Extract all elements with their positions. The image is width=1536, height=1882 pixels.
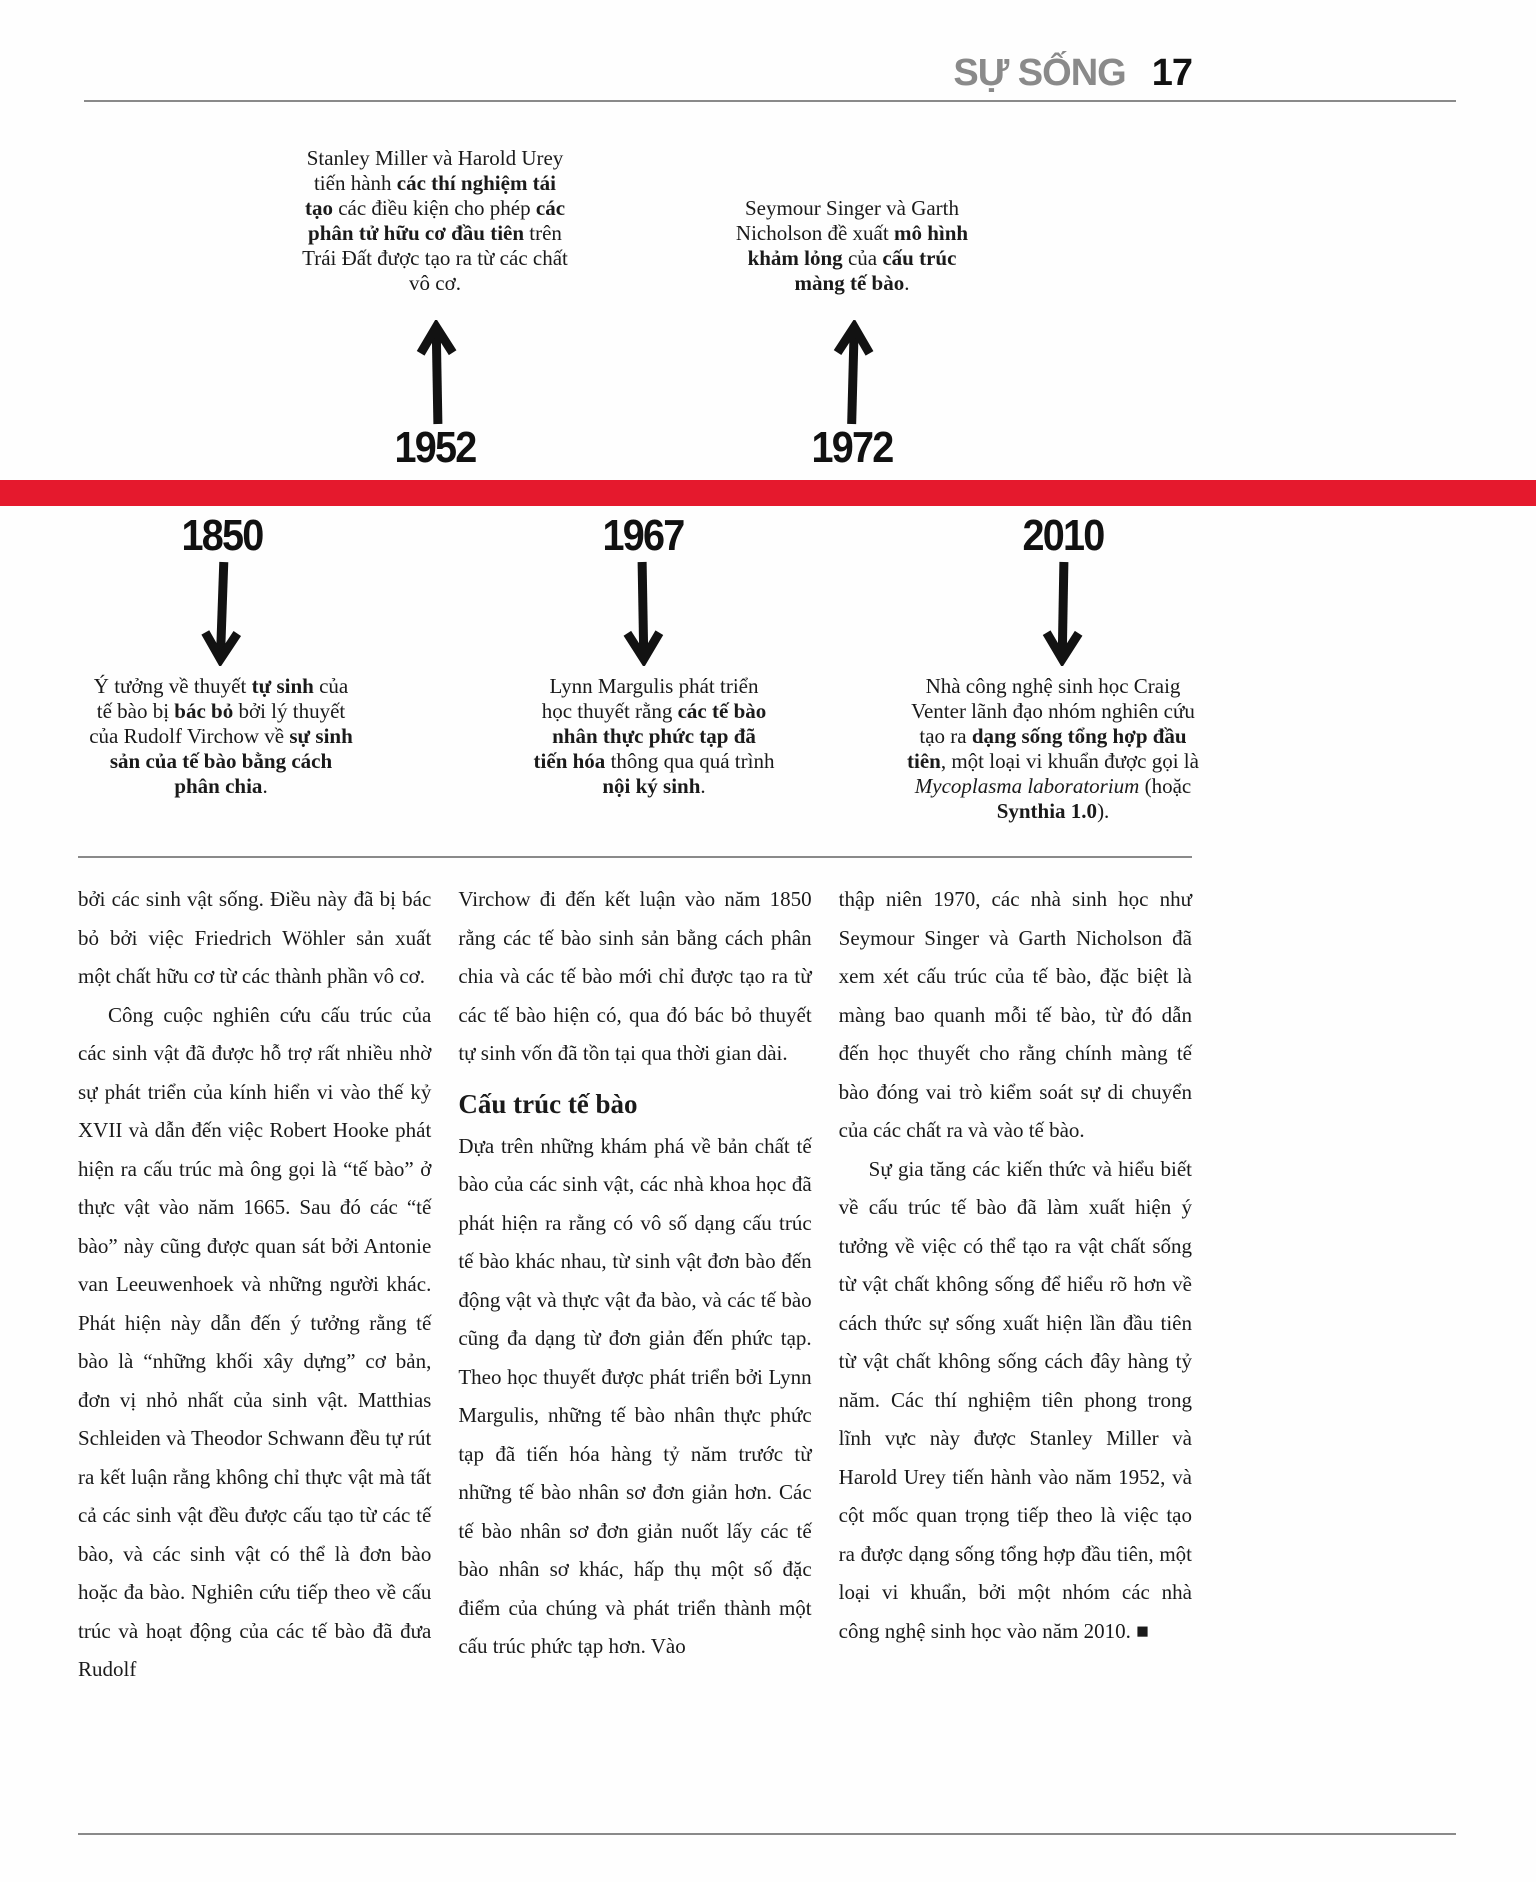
year-label-1850: 1850 (181, 511, 265, 560)
paragraph: Dựa trên những khám phá về bản chất tế b… (458, 1133, 812, 1659)
timeline-caption-1850: Ý tưởng về thuyết tự sinh của tế bào bị … (89, 674, 353, 798)
year-label-1967: 1967 (602, 511, 686, 560)
year-label-2010: 2010 (1022, 511, 1106, 560)
timeline-caption-1952: Stanley Miller và Harold Urey tiến hành … (302, 146, 568, 295)
down-arrow-icon (201, 561, 242, 667)
paragraph: Sự gia tăng các kiến thức và hiểu biết v… (838, 1156, 1192, 1643)
down-arrow-icon (623, 561, 664, 667)
body-column-2: Virchow đi đến kết luận vào năm 1850 rằn… (458, 880, 811, 1689)
down-arrow-icon (1042, 561, 1083, 667)
columns-divider-rule (78, 856, 1192, 858)
body-column-1: bởi các sinh vật sống. Điều này đã bị bá… (78, 880, 431, 1689)
timeline-bar (0, 480, 1536, 506)
timeline-caption-2010: Nhà công nghệ sinh học Craig Venter lãnh… (907, 674, 1199, 823)
timeline-caption-1967: Lynn Margulis phát triển học thuyết rằng… (533, 674, 775, 798)
page-number: 17 (1151, 52, 1193, 94)
year-label-1972: 1972 (811, 423, 895, 472)
timeline-caption-1972: Seymour Singer và Garth Nicholson đề xuấ… (735, 196, 969, 295)
year-label-1952: 1952 (394, 423, 478, 472)
paragraph: Virchow đi đến kết luận vào năm 1850 rằn… (458, 887, 812, 1065)
footer-rule (78, 1833, 1456, 1835)
section-title-label: SỰ SỐNG (953, 52, 1126, 94)
body-column-3: thập niên 1970, các nhà sinh học như Sey… (839, 880, 1192, 1689)
page-header: SỰ SỐNG 17 (85, 50, 1193, 96)
article-body: bởi các sinh vật sống. Điều này đã bị bá… (78, 880, 1192, 1689)
header-rule (84, 100, 1456, 102)
section-heading: Cấu trúc tế bào (458, 1088, 638, 1119)
up-arrow-icon (416, 319, 457, 425)
paragraph: Công cuộc nghiên cứu cấu trúc của các si… (78, 1002, 432, 1682)
up-arrow-icon (833, 319, 874, 425)
paragraph: bởi các sinh vật sống. Điều này đã bị bá… (78, 887, 432, 988)
paragraph: thập niên 1970, các nhà sinh học như Sey… (838, 887, 1192, 1142)
